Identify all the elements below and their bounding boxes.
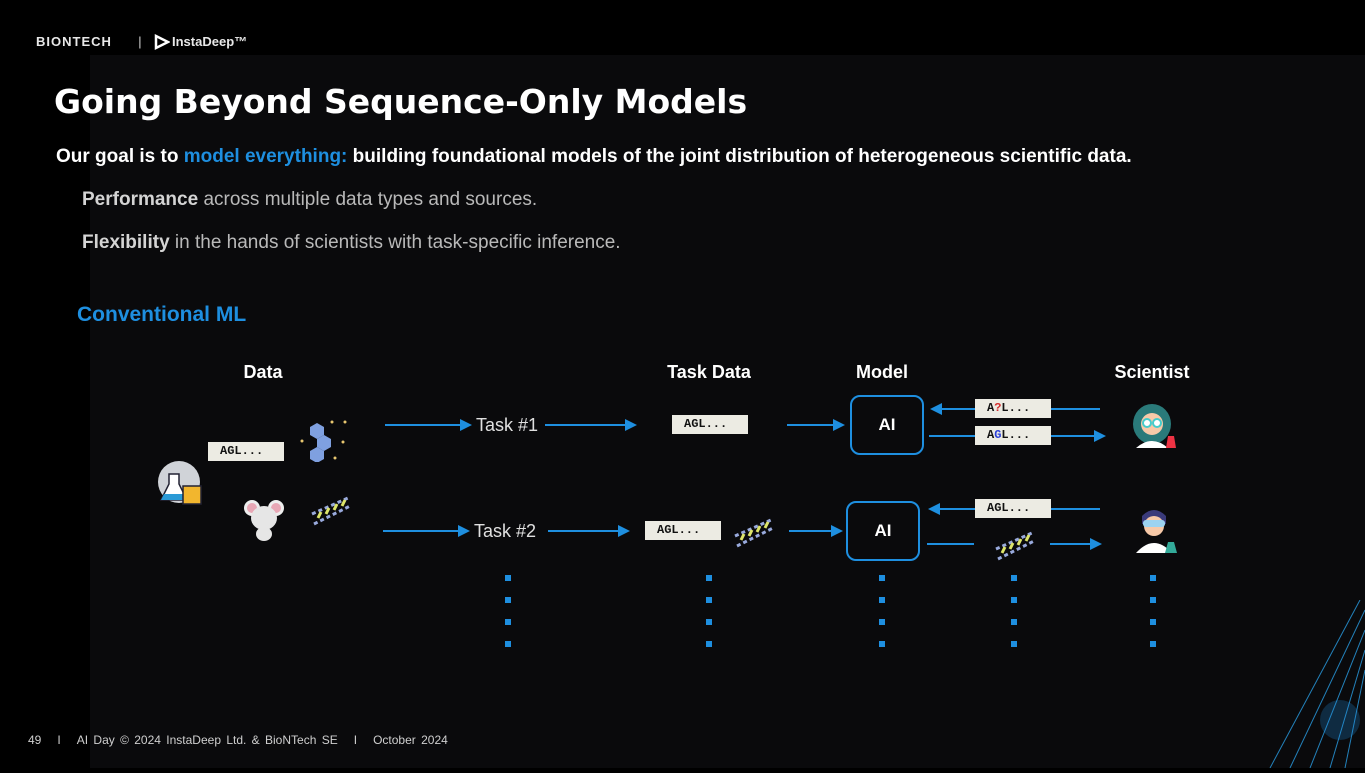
decorative-light-streaks [1250, 599, 1365, 773]
masked-char: ? [994, 401, 1002, 415]
footer-separator: I [57, 733, 61, 747]
page-number: 49 [28, 733, 42, 747]
task-1-data-sequence: AGL... [672, 415, 748, 434]
arrow-dna-to-scientist [1050, 538, 1102, 550]
predicted-char: G [994, 428, 1002, 442]
lab-flask-icon [157, 460, 205, 513]
arrow-data-to-task1 [385, 419, 472, 431]
instadeep-logo: InstaDeep™ [172, 34, 248, 49]
point-bold: Performance [82, 189, 199, 210]
arrow-model2-out [927, 543, 974, 545]
logo-separator: | [138, 34, 143, 49]
goal-highlight: model everything: [183, 146, 348, 167]
arrow-data-to-task2 [383, 525, 470, 537]
male-scientist-icon [1130, 506, 1178, 559]
dna-icon [731, 512, 775, 557]
task-1-label: Task #1 [476, 415, 539, 435]
data-sequence: AGL... [208, 442, 284, 461]
ai-model-2: AI [846, 501, 920, 561]
point-performance: Performance across multiple data types a… [82, 189, 537, 211]
footer: 49 I AI Day © 2024 InstaDeep Ltd. & BioN… [28, 733, 448, 747]
ai-model-1: AI [850, 395, 924, 455]
column-header-scientist: Scientist [1114, 362, 1190, 382]
column-header-data: Data [243, 362, 283, 382]
row1-answer-sequence: AGL... [975, 426, 1051, 445]
page-title: Going Beyond Sequence-Only Models [54, 82, 748, 121]
point-flexibility: Flexibility in the hands of scientists w… [82, 232, 621, 254]
column-header-model: Model [856, 362, 908, 382]
arrow-taskdata-to-model2 [789, 525, 843, 537]
seq-char: A [987, 428, 995, 442]
point-bold: Flexibility [82, 232, 170, 253]
seq-char: L... [1001, 428, 1031, 442]
column-header-task-data: Task Data [667, 362, 751, 382]
task-2-data-sequence: AGL... [645, 521, 721, 540]
arrow-task1-to-taskdata [545, 419, 637, 431]
instadeep-play-icon [154, 33, 171, 56]
point-text: in the hands of scientists with task-spe… [169, 232, 621, 253]
continuation-dots-scientist [1150, 575, 1156, 647]
continuation-dots-io [1011, 575, 1017, 647]
task-2-label: Task #2 [474, 521, 537, 541]
goal-statement: Our goal is to model everything: buildin… [56, 146, 1132, 168]
dna-icon [992, 525, 1036, 570]
arrow-task2-to-taskdata [548, 525, 630, 537]
row2-query-sequence: AGL... [975, 499, 1051, 518]
continuation-dots-model [879, 575, 885, 647]
continuation-dots-data [505, 575, 511, 647]
molecule-icon [297, 418, 357, 467]
footer-separator: I [353, 733, 358, 747]
footer-copyright: AI Day © 2024 InstaDeep Ltd. & BioNTech … [76, 733, 338, 747]
goal-prefix: Our goal is to [56, 146, 184, 167]
arrow-taskdata-to-model1 [787, 419, 845, 431]
goal-suffix: building foundational models of the join… [347, 146, 1132, 167]
row1-query-sequence: A?L... [975, 399, 1051, 418]
dna-icon [308, 490, 352, 535]
footer-date: October 2024 [373, 733, 448, 747]
seq-char: A [987, 401, 995, 415]
mouse-icon [242, 498, 286, 547]
biontech-logo: BIONTECH [36, 34, 112, 49]
point-text: across multiple data types and sources. [198, 189, 538, 210]
section-heading: Conventional ML [77, 303, 247, 326]
seq-char: L... [1001, 401, 1031, 415]
continuation-dots-task-data [706, 575, 712, 647]
female-scientist-icon [1128, 402, 1178, 455]
